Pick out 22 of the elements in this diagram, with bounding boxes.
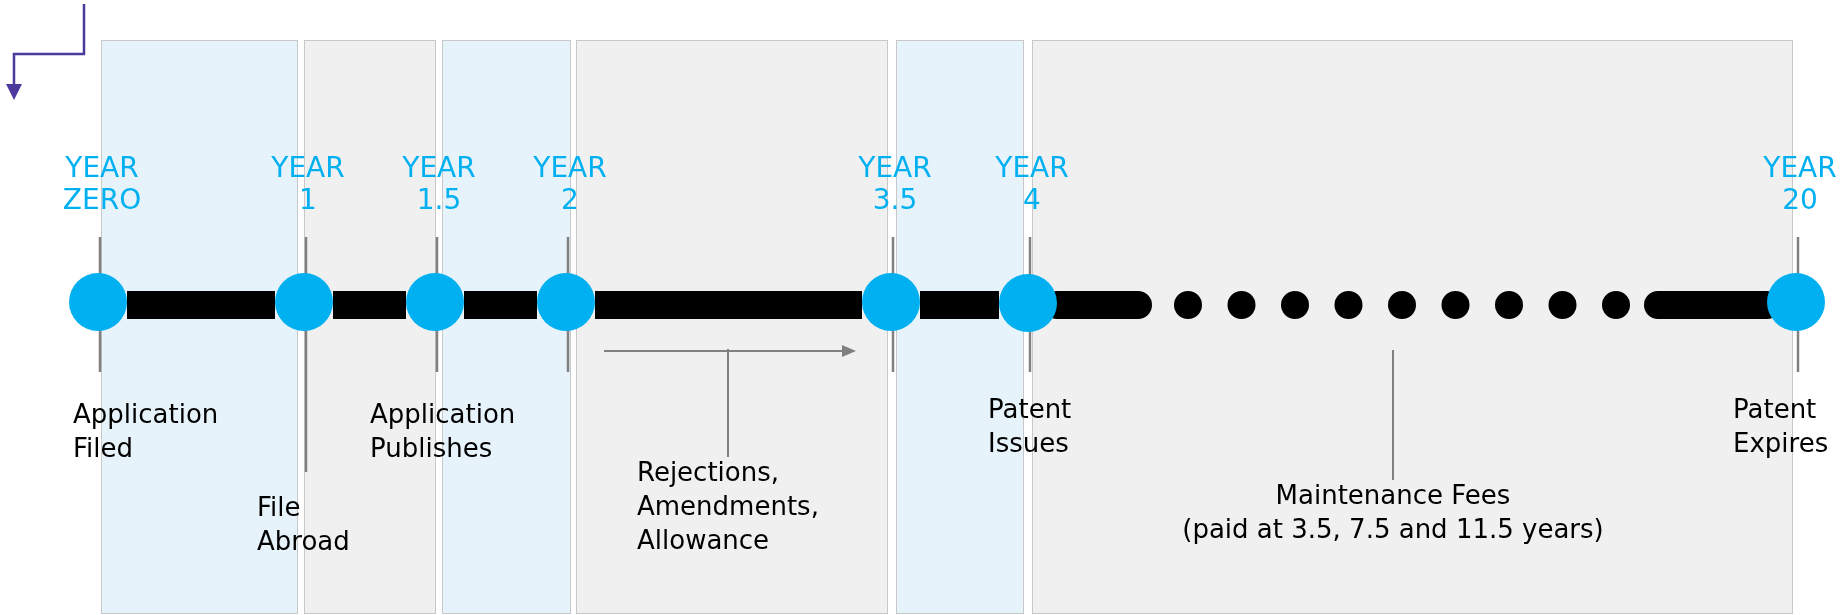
- phase-label: (paid at 3.5, 7.5 and 11.5 years): [1182, 513, 1604, 546]
- year-label: YEAR 2: [532, 152, 608, 216]
- timeline-segment: [333, 291, 406, 319]
- year-label: YEAR 1.5: [401, 152, 477, 216]
- milestone-label: File Abroad: [257, 491, 351, 558]
- leader-line: [727, 348, 729, 458]
- leader-line: [1392, 349, 1394, 481]
- year-label: YEAR ZERO: [61, 152, 143, 216]
- phase-label: Rejections, Amendments, Allowance: [637, 456, 820, 557]
- milestone-label: Patent Expires: [1733, 393, 1830, 460]
- timeline-segment: [464, 291, 537, 319]
- milestone-label: Application Filed: [73, 398, 220, 465]
- year-label: YEAR 3.5: [857, 152, 933, 216]
- timeline-segment: [595, 291, 862, 319]
- milestone-label: Application Publishes: [370, 398, 517, 465]
- milestone-label: Patent Issues: [988, 393, 1073, 460]
- phase-label: Maintenance Fees: [1275, 479, 1511, 512]
- year-label: YEAR 1: [270, 152, 346, 216]
- year-label: YEAR 4: [994, 152, 1070, 216]
- timeline-segment: [127, 291, 275, 319]
- timeline-segment: [920, 291, 999, 319]
- year-label: YEAR 20: [1762, 152, 1838, 216]
